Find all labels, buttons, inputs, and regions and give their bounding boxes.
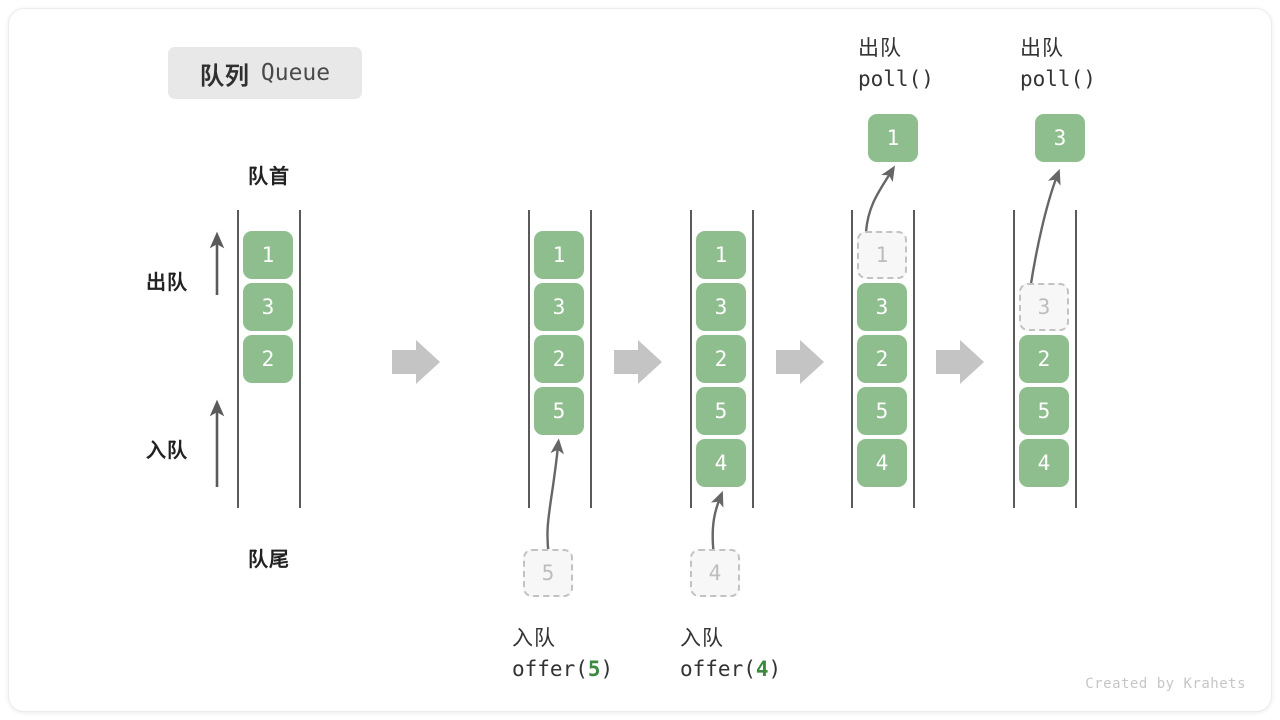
enqueue-direction-label: 入队 xyxy=(146,440,188,462)
dequeue-direction-label: 出队 xyxy=(146,272,188,294)
incoming-ghost-element: 4 xyxy=(690,549,740,597)
operation-label-code: offer(4) xyxy=(680,657,781,681)
queue-element: 3 xyxy=(243,283,293,331)
operation-label-cn: 入队 xyxy=(680,627,724,650)
queue-element: 2 xyxy=(696,335,746,383)
queue-element: 5 xyxy=(696,387,746,435)
rail-right xyxy=(752,210,754,508)
rail-right xyxy=(1075,210,1077,508)
queue-element: 4 xyxy=(857,439,907,487)
dequeued-element: 1 xyxy=(868,114,918,162)
diagram-card xyxy=(8,8,1272,712)
incoming-ghost-element: 5 xyxy=(523,549,573,597)
queue-tail-label: 队尾 xyxy=(248,549,290,571)
queue-element: 3 xyxy=(696,283,746,331)
operation-code-prefix: offer( xyxy=(680,657,756,681)
operation-label-cn: 出队 xyxy=(858,37,902,60)
queue-element: 2 xyxy=(243,335,293,383)
rail-right xyxy=(913,210,915,508)
operation-label-cn: 出队 xyxy=(1020,37,1064,60)
queue-element: 4 xyxy=(1019,439,1069,487)
queue-element: 2 xyxy=(857,335,907,383)
queue-element: 5 xyxy=(857,387,907,435)
rail-left xyxy=(237,210,239,508)
operation-label-code: poll() xyxy=(858,67,934,91)
queue-element: 5 xyxy=(1019,387,1069,435)
rail-left xyxy=(690,210,692,508)
title-english: Queue xyxy=(260,60,331,86)
queue-element: 3 xyxy=(534,283,584,331)
operation-code-suffix: ) xyxy=(768,657,782,681)
queue-element-new: 4 xyxy=(696,439,746,487)
rail-left xyxy=(851,210,853,508)
queue-head-label: 队首 xyxy=(248,166,290,188)
queue-element-new: 5 xyxy=(534,387,584,435)
operation-label-code: offer(5) xyxy=(512,657,613,681)
queue-element: 1 xyxy=(696,231,746,279)
dequeued-element: 3 xyxy=(1035,114,1085,162)
rail-left xyxy=(1013,210,1015,508)
operation-code-arg: 5 xyxy=(587,657,601,681)
operation-code-arg: 4 xyxy=(755,657,769,681)
queue-element: 3 xyxy=(857,283,907,331)
title-chinese: 队列 xyxy=(199,62,250,90)
removed-ghost-element: 3 xyxy=(1019,283,1069,331)
queue-element: 2 xyxy=(534,335,584,383)
operation-label-code: poll() xyxy=(1020,67,1096,91)
operation-label-cn: 入队 xyxy=(512,627,556,650)
operation-code-prefix: offer( xyxy=(512,657,588,681)
queue-element: 1 xyxy=(243,231,293,279)
rail-right xyxy=(590,210,592,508)
operation-code-suffix: ) xyxy=(600,657,614,681)
queue-element: 1 xyxy=(534,231,584,279)
rail-right xyxy=(299,210,301,508)
title-badge: 队列 Queue xyxy=(168,47,362,99)
credit-text: Created by Krahets xyxy=(1085,676,1246,692)
removed-ghost-element: 1 xyxy=(857,231,907,279)
queue-element: 2 xyxy=(1019,335,1069,383)
rail-left xyxy=(528,210,530,508)
